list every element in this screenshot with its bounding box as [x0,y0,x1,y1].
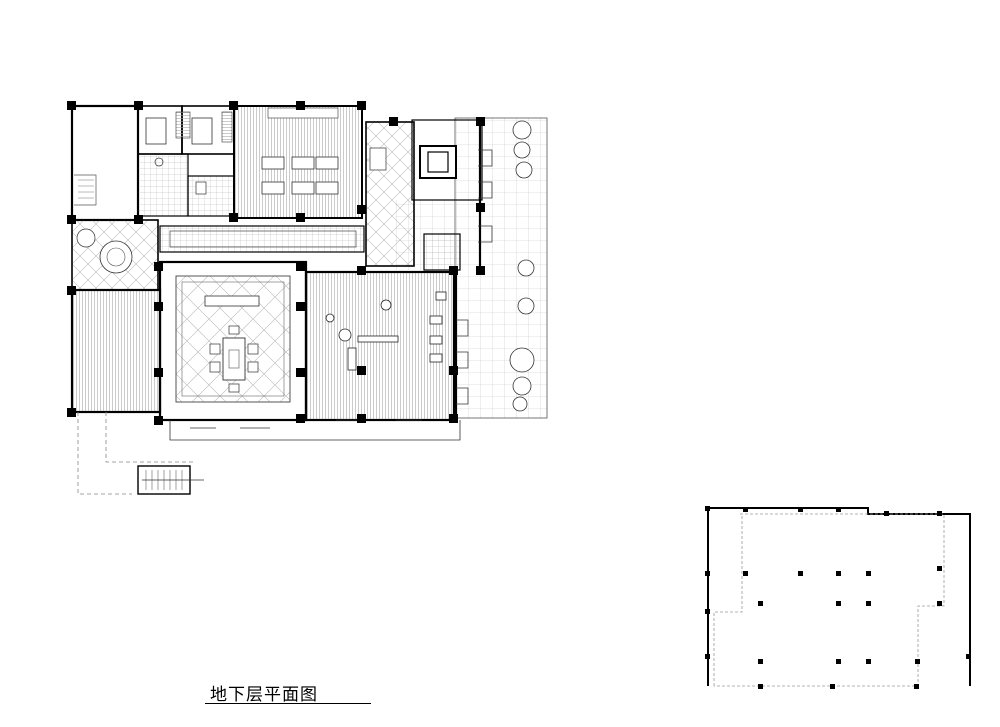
tree-icon [509,347,535,373]
terrace-wall [454,118,482,418]
terrace-trees [509,120,535,412]
elevator-shaft [419,145,457,179]
lounge-sofa-top [204,295,260,307]
tree-icon [517,297,535,315]
lounge-table [222,337,246,381]
exterior-stair-outline [77,412,196,495]
gym-equipment [325,291,447,371]
plant-icon [99,240,133,274]
wardrobe-1 [175,111,191,139]
corridor [159,225,365,253]
bed-2 [191,117,213,145]
key-plan-inner-dashed [713,513,945,687]
room-storage-topleft [70,104,140,222]
stair-small-topleft [74,174,97,206]
main-floor-plan [67,101,548,495]
lounge-chairs [209,325,259,393]
bathroom-2 [187,175,235,217]
wardrobe-2 [221,111,233,143]
tree-icon [512,396,528,412]
bedroom-1 [137,105,183,155]
bathroom-tiles [137,153,189,217]
tree-icon [512,120,532,140]
structural-columns [67,101,485,425]
key-plan-columns [705,506,971,689]
drawing-title: 地下层平面图 [210,685,318,705]
bottom-wall-openings [169,419,461,441]
hall-left [70,288,162,414]
tree-icon [517,259,535,277]
key-plan-outline [707,507,971,686]
tree-icon [515,161,533,179]
stair-core [411,119,483,201]
small-bathroom [423,233,461,271]
title-underline [205,703,371,704]
tree-icon [512,376,532,396]
plant-icon [76,228,96,248]
key-plan [705,506,971,689]
gym-hall [304,270,456,422]
meeting-tables [261,156,339,195]
service-corridor [365,121,415,267]
bed-1 [145,117,167,145]
tree-icon [513,141,531,159]
